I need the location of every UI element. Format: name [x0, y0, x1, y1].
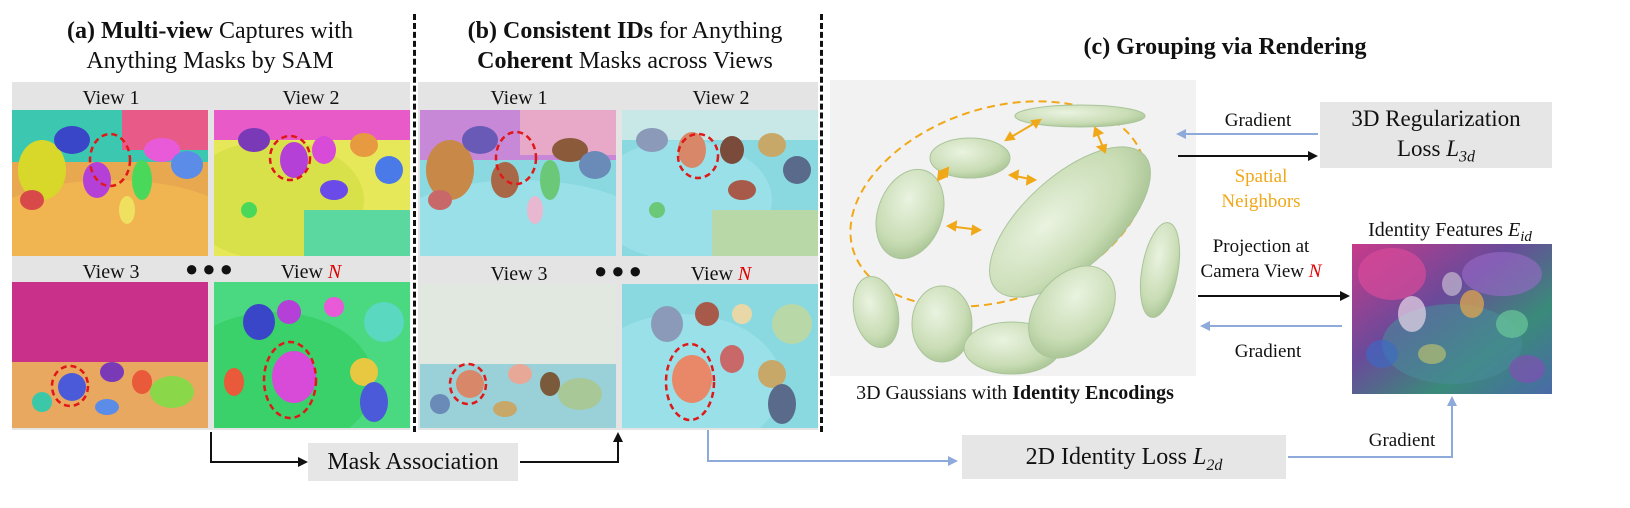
- separator-ab: [413, 14, 416, 432]
- gaussian-bottom-1: [852, 275, 900, 349]
- gradient-label-mid: Gradient: [1234, 341, 1302, 362]
- separator-bc: [820, 14, 823, 432]
- gaussian-large: [989, 146, 1151, 298]
- id-view-b3: [420, 284, 616, 428]
- view-label-a1: View 1: [82, 87, 140, 109]
- arrow-to-identity-loss: [707, 430, 948, 462]
- panel-c-title: (c) Grouping via Rendering: [1083, 34, 1367, 60]
- gradient-label-bottom: Gradient: [1368, 430, 1436, 451]
- gaussian-bottom-4: [1028, 265, 1116, 359]
- id-view-b2: [622, 110, 818, 256]
- view-label-an: View N: [280, 261, 342, 283]
- identity-features-label: Identity Features Eid: [1368, 219, 1532, 245]
- mask-view-a1: [12, 110, 208, 256]
- mask-view-a2: [214, 110, 410, 256]
- id-view-b1: [420, 110, 616, 256]
- arrow-gradient-bottom: [1288, 404, 1453, 458]
- view-label-b1: View 1: [490, 87, 548, 109]
- gaussian-upper-left: [929, 137, 1011, 179]
- gaussian-right: [1139, 222, 1181, 318]
- mask-view-a3: [12, 282, 208, 428]
- arrow-to-mask-association: [210, 432, 300, 463]
- mask-association-box: Mask Association: [308, 443, 518, 481]
- gaussians-illustration: [849, 100, 1181, 375]
- arrow-from-mask-association: [520, 440, 619, 463]
- identity-loss-box: 2D Identity Loss L2d: [962, 435, 1286, 479]
- view-label-a3: View 3: [82, 261, 140, 283]
- panel-b-title: (b) Consistent IDs for Anything Coherent…: [467, 18, 783, 74]
- mask-view-an: [214, 282, 410, 428]
- panel-a-title: (a) Multi-view Captures with Anything Ma…: [67, 18, 353, 74]
- view-label-b3: View 3: [490, 263, 548, 285]
- gaussian-top: [1014, 104, 1146, 128]
- ellipsis-dots-b: ●●●: [594, 258, 646, 283]
- ellipsis-dots-a: ●●●: [185, 256, 237, 281]
- gaussian-bottom-2: [911, 285, 973, 363]
- regularization-loss-box: 3D Regularization Loss L3d: [1320, 102, 1552, 168]
- projection-label: Projection at Camera View N: [1200, 236, 1322, 282]
- id-view-bn: [622, 284, 818, 428]
- view-label-a2: View 2: [282, 87, 340, 109]
- view-label-bn: View N: [690, 263, 752, 285]
- view-label-b2: View 2: [692, 87, 750, 109]
- gradient-label-top: Gradient: [1224, 110, 1292, 131]
- gaussians-caption: 3D Gaussians with Identity Encodings: [856, 382, 1174, 404]
- gaussian-left: [875, 168, 945, 260]
- identity-features-image: [1352, 244, 1552, 394]
